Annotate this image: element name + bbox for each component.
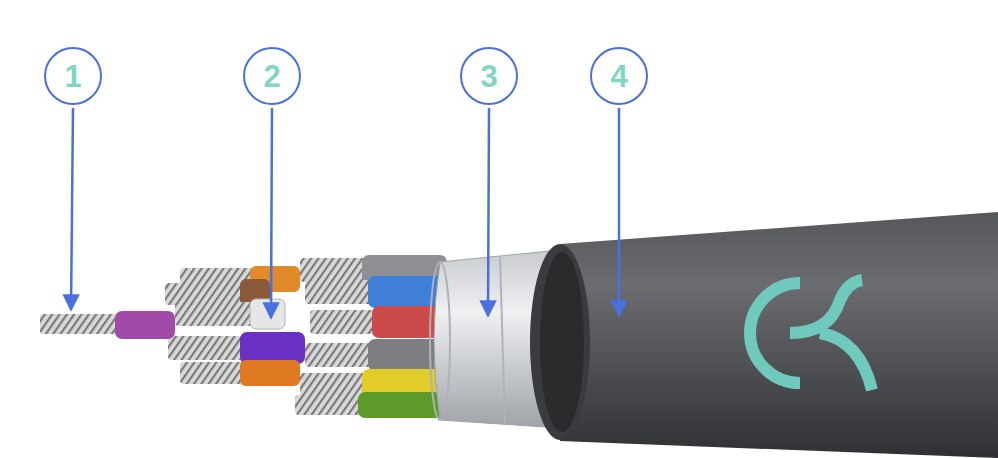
callout-number: 4 xyxy=(590,47,648,105)
inner-cores xyxy=(40,266,305,386)
outer-jacket xyxy=(530,212,998,458)
logo xyxy=(750,280,872,390)
callout-number: 3 xyxy=(460,47,518,105)
leader-arrows xyxy=(71,108,619,318)
outer-cores xyxy=(295,255,448,418)
callout-number: 2 xyxy=(243,47,301,105)
callout-number: 1 xyxy=(44,47,102,105)
